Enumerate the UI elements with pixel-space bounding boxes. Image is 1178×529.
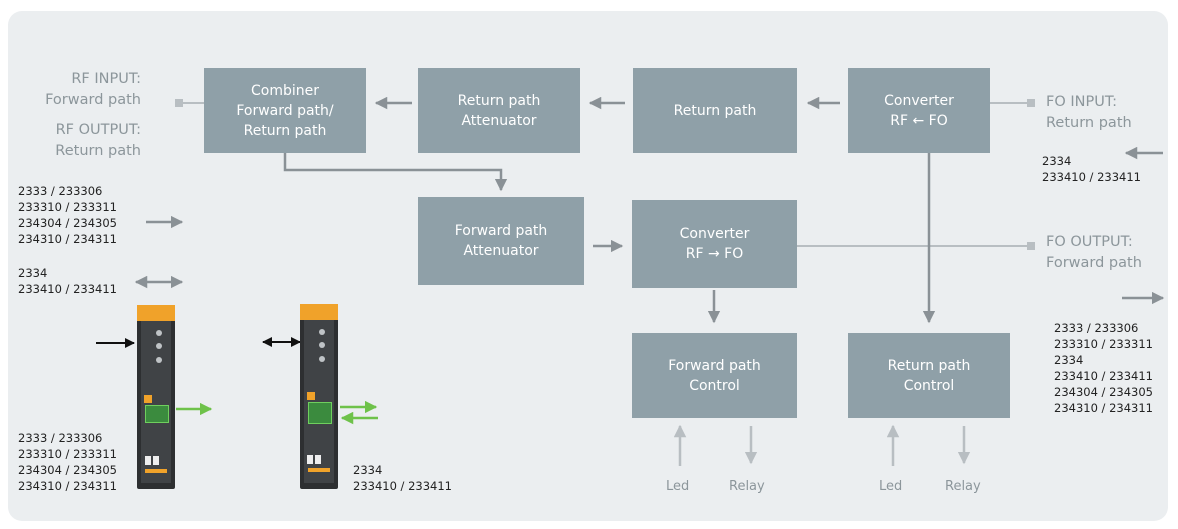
rf-input-label: RF INPUT: Forward path	[45, 71, 141, 108]
converter-rf-fo-out-box: Converter RF → FO	[632, 200, 797, 288]
fo-input-terminal	[1027, 99, 1035, 107]
codes-left-group-2: 2334 233410 / 233411	[18, 266, 117, 296]
rf-terminal	[175, 99, 183, 107]
return-path-label: Return path	[673, 102, 757, 119]
codes-right-top: 2334 233410 / 233411	[1042, 154, 1141, 184]
forward-control-box: Forward path Control	[632, 333, 797, 418]
return-control-label: Return path Control	[887, 357, 971, 394]
device-2-top	[300, 304, 338, 320]
rf-output-label: RF OUTPUT: Return path	[55, 122, 141, 159]
relay-label-1: Relay	[729, 479, 765, 494]
codes-left-group-1: 2333 / 233306 233310 / 233311 234304 / 2…	[18, 184, 117, 246]
return-attenuator-label: Return path Attenuator	[457, 92, 541, 129]
return-attenuator-box: Return path Attenuator	[418, 68, 580, 153]
fiber-port	[145, 405, 169, 423]
device-module-1	[137, 305, 175, 489]
codes-left-bottom: 2333 / 233306 233310 / 233311 234304 / 2…	[18, 431, 117, 493]
codes-middle-bottom: 2334 233410 / 233411	[353, 463, 452, 493]
return-path-box: Return path	[633, 68, 797, 153]
led-label-2: Led	[879, 479, 903, 494]
fo-output-label: FO OUTPUT: Forward path	[1046, 234, 1142, 271]
converter-rf-fo-in-label: Converter RF ← FO	[884, 92, 954, 129]
device-1-top	[137, 305, 175, 321]
codes-right-bottom: 2333 / 233306 233310 / 233311 2334 23341…	[1054, 321, 1153, 415]
combiner-label: Combiner Forward path/ Return path	[236, 82, 334, 139]
fo-input-label: FO INPUT: Return path	[1046, 94, 1132, 131]
converter-rf-fo-in-box: Converter RF ← FO	[848, 68, 990, 153]
arrow-combiner-to-forward-attenuator	[283, 153, 508, 192]
warning-icon	[307, 392, 315, 400]
device-module-2	[300, 304, 338, 489]
led-label-1: Led	[666, 479, 690, 494]
warning-icon	[144, 395, 152, 403]
fo-output-terminal	[1027, 242, 1035, 250]
forward-attenuator-box: Forward path Attenuator	[418, 197, 584, 285]
return-control-box: Return path Control	[848, 333, 1010, 418]
forward-attenuator-label: Forward path Attenuator	[454, 223, 548, 259]
converter-rf-fo-out-label: Converter RF → FO	[679, 226, 750, 262]
combiner-box: Combiner Forward path/ Return path	[204, 68, 366, 153]
forward-control-label: Forward path Control	[668, 357, 761, 394]
relay-label-2: Relay	[945, 479, 981, 494]
fiber-port-dual	[308, 402, 332, 424]
